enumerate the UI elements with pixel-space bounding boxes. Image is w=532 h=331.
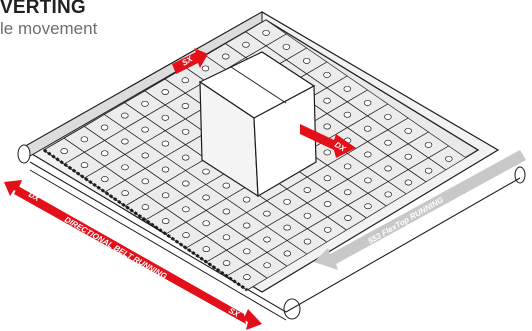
belt-roller-hole	[283, 44, 290, 49]
belt-roller-hole	[445, 156, 452, 161]
belt-roller-hole	[324, 98, 331, 103]
belt-roller-hole	[344, 86, 351, 91]
belt-roller-hole	[405, 128, 412, 133]
belt-roller-hole	[243, 42, 250, 47]
belt-roller-hole	[223, 261, 230, 266]
belt-roller-hole	[162, 167, 169, 172]
belt-roller-hole	[364, 100, 371, 105]
belt-roller-hole	[243, 197, 250, 202]
belt-roller-hole	[162, 219, 169, 224]
belt-roller-hole	[263, 30, 270, 35]
belt-roller-hole	[405, 180, 412, 185]
belt-roller-hole	[365, 178, 372, 183]
belt-roller-hole	[365, 204, 372, 209]
belt-roller-hole	[324, 150, 331, 155]
belt-roller-hole	[101, 125, 108, 130]
belt-roller-hole	[142, 127, 149, 132]
belt-roller-hole	[364, 126, 371, 131]
belt-roller-hole	[203, 169, 210, 174]
belt-roller-hole	[284, 199, 291, 204]
belt-roller-hole	[183, 233, 190, 238]
belt-roller-hole	[264, 211, 271, 216]
belt-roller-hole	[385, 140, 392, 145]
belt-roller-hole	[324, 124, 331, 129]
belt-roller-hole	[162, 115, 169, 120]
belt-roller-hole	[182, 181, 189, 186]
belt-roller-hole	[284, 225, 291, 230]
belt-roller-hole	[61, 149, 68, 154]
belt-roller-hole	[243, 223, 250, 228]
belt-roller-hole	[182, 78, 189, 83]
belt-roller-hole	[304, 239, 311, 244]
belt-roller-hole	[142, 205, 149, 210]
belt-roller-hole	[324, 72, 331, 77]
belt-roller-hole	[304, 187, 311, 192]
belt-roller-hole	[142, 153, 149, 158]
belt-roller-hole	[425, 168, 432, 173]
belt-roller-hole	[344, 190, 351, 195]
belt-roller-hole	[122, 191, 129, 196]
belt-roller-hole	[223, 209, 230, 214]
belt-roller-hole	[324, 201, 331, 206]
belt-roller-hole	[264, 263, 271, 268]
left-roller-icon	[18, 145, 30, 163]
belt-roller-hole	[182, 155, 189, 160]
belt-roller-hole	[182, 129, 189, 134]
belt-roller-hole	[425, 142, 432, 147]
belt-roller-hole	[304, 213, 311, 218]
belt-roller-hole	[223, 235, 230, 240]
belt-roller-hole	[223, 183, 230, 188]
belt-roller-hole	[81, 163, 88, 168]
belt-roller-hole	[202, 66, 209, 71]
belt-roller-hole	[142, 179, 149, 184]
belt-roller-hole	[222, 54, 229, 59]
belt-roller-hole	[182, 103, 189, 108]
belt-roller-hole	[344, 112, 351, 117]
belt-roller-hole	[122, 165, 129, 170]
belt-roller-hole	[344, 164, 351, 169]
belt-roller-hole	[243, 249, 250, 254]
belt-roller-hole	[101, 151, 108, 156]
belt-roller-hole	[264, 237, 271, 242]
belt-roller-hole	[162, 141, 169, 146]
belt-roller-hole	[142, 101, 149, 106]
belt-roller-hole	[122, 139, 129, 144]
belt-roller-hole	[244, 275, 251, 280]
belt-roller-hole	[284, 251, 291, 256]
belt-roller-hole	[324, 176, 331, 181]
belt-roller-hole	[162, 89, 169, 94]
belt-roller-hole	[385, 166, 392, 171]
belt-roller-hole	[121, 113, 128, 118]
belt-roller-hole	[364, 152, 371, 157]
belt-roller-hole	[81, 137, 88, 142]
belt-roller-hole	[324, 227, 331, 232]
belt-roller-hole	[345, 215, 352, 220]
belt-roller-hole	[203, 195, 210, 200]
belt-roller-hole	[385, 192, 392, 197]
belt-roller-hole	[203, 247, 210, 252]
belt-roller-hole	[183, 207, 190, 212]
belt-roller-hole	[303, 58, 310, 63]
belt-roller-hole	[162, 193, 169, 198]
belt-roller-hole	[405, 154, 412, 159]
belt-roller-hole	[385, 114, 392, 119]
belt-roller-hole	[101, 177, 108, 182]
belt-roller-hole	[203, 221, 210, 226]
